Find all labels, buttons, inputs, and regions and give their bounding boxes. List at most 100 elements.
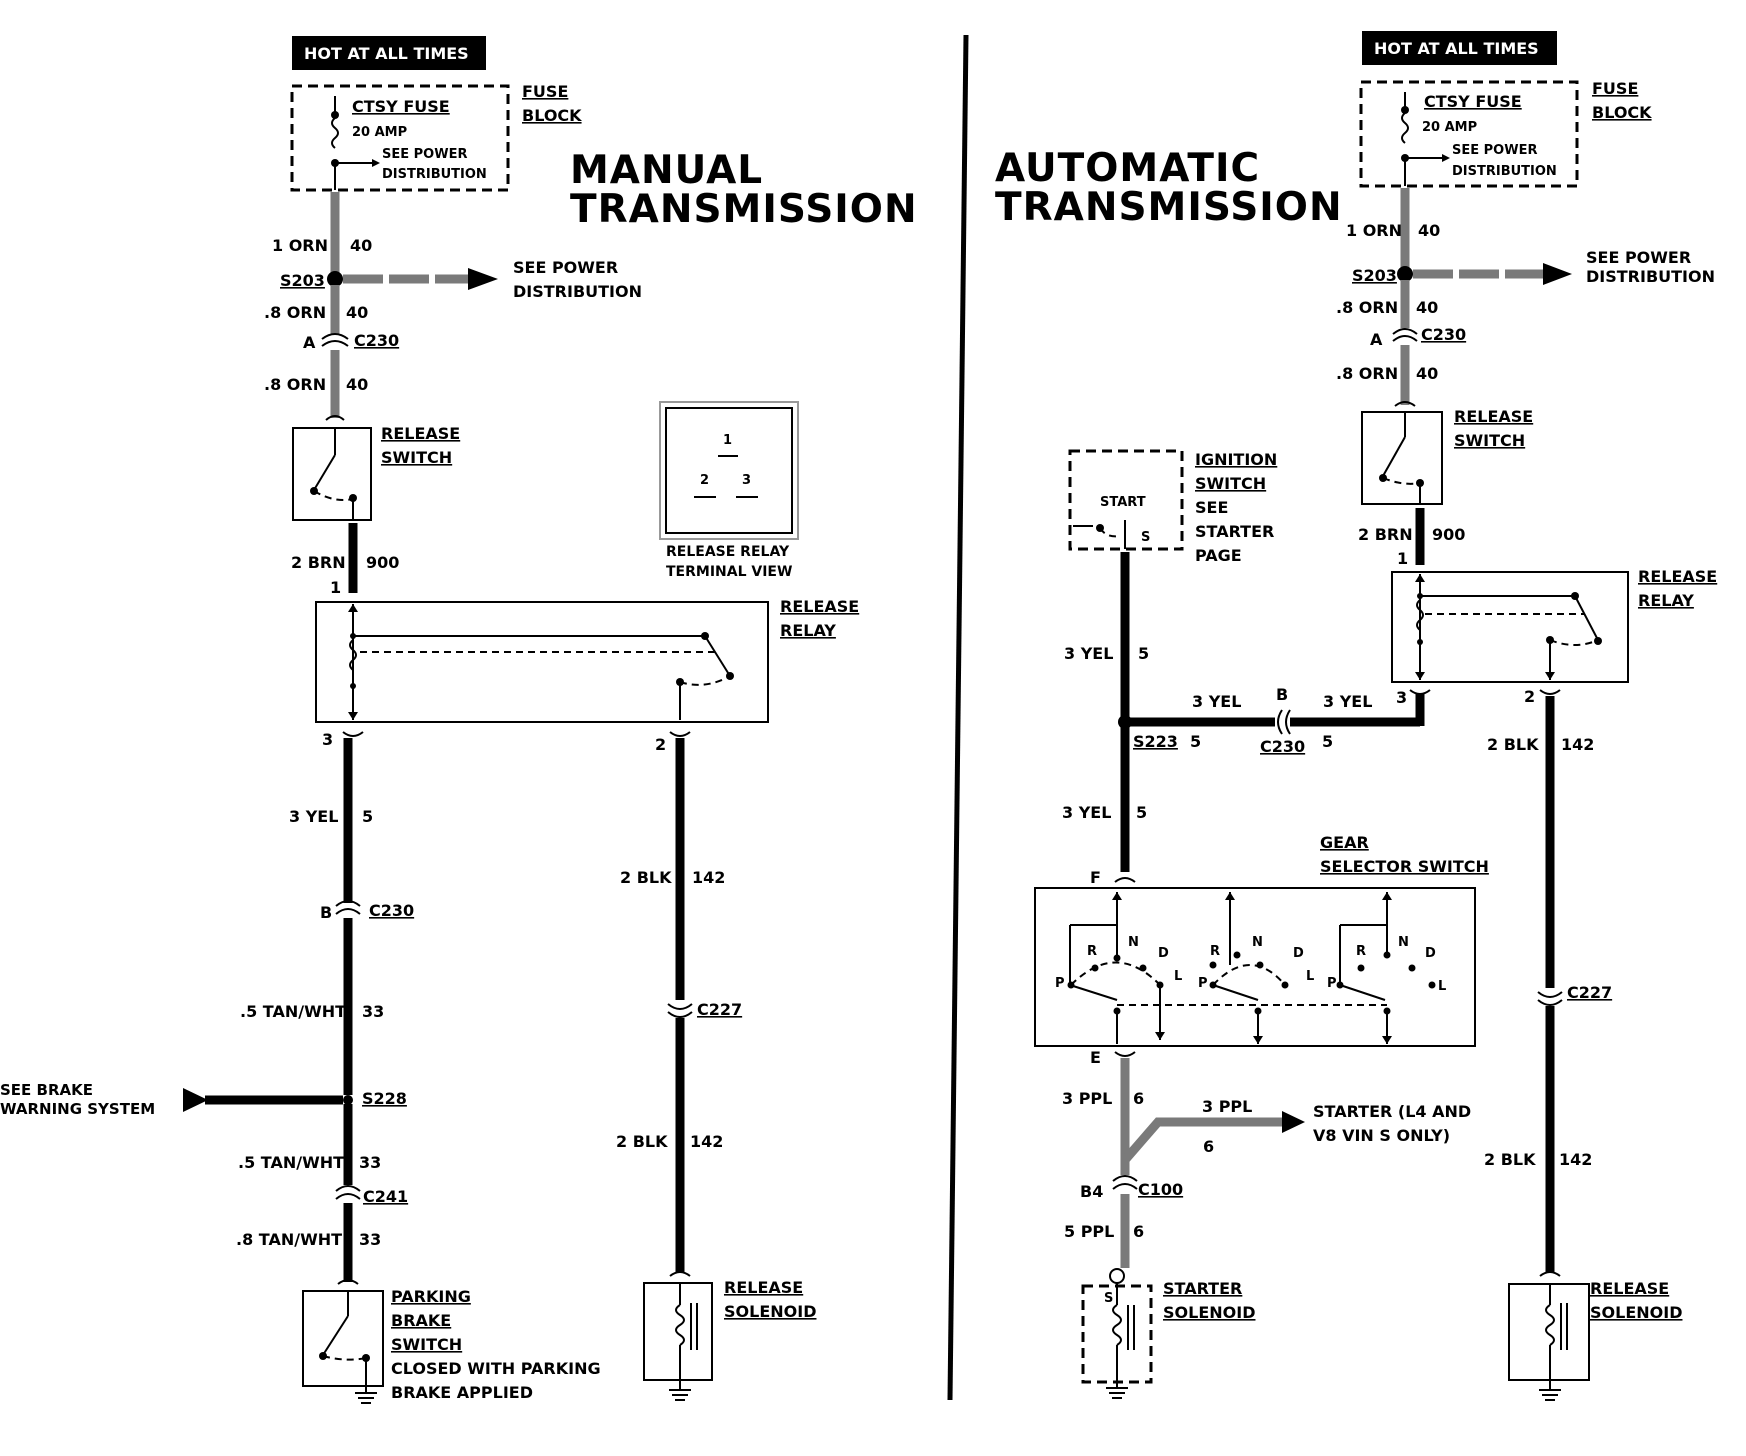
manual-c230-connector <box>321 333 349 347</box>
manual-parking-brake-switch <box>302 1290 384 1387</box>
manual-solenoid-label-2: SOLENOID <box>724 1302 816 1321</box>
auto-arrow-see-power-1: SEE POWER <box>1586 248 1691 267</box>
manual-c241-label: C241 <box>363 1187 408 1206</box>
auto-c230-connector <box>1392 328 1418 342</box>
auto-w12-circuit: 142 <box>1561 735 1594 754</box>
auto-w6-circuit: 5 <box>1190 732 1201 751</box>
manual-release-solenoid <box>643 1282 713 1381</box>
manual-w1-size: 1 ORN <box>272 236 328 255</box>
auto-fuse-block-label-2: BLOCK <box>1592 103 1652 122</box>
manual-w9-circuit: 142 <box>692 868 725 887</box>
auto-w4-size: 2 BRN <box>1358 525 1413 544</box>
auto-w3-circuit: 40 <box>1416 364 1438 383</box>
auto-fuse-name: CTSY FUSE <box>1424 92 1522 111</box>
auto-w7-size: 3 YEL <box>1323 692 1372 711</box>
manual-park-label-1: PARKING <box>391 1287 471 1306</box>
auto-gear-contacts: R N D L P R N D L P <box>1055 892 1446 1044</box>
auto-solenoid-label-1: RELEASE <box>1590 1279 1669 1298</box>
auto-gear3-p: P <box>1327 976 1337 991</box>
auto-starter-coil-icon <box>1112 1304 1122 1346</box>
manual-terminal-pin3: 3 <box>742 473 751 488</box>
auto-fuse-distribution: DISTRIBUTION <box>1452 164 1557 179</box>
auto-c230-label: C230 <box>1421 325 1466 344</box>
auto-s223-label: S223 <box>1133 732 1178 751</box>
manual-release-switch-label-2: SWITCH <box>381 448 452 467</box>
manual-park-label-3: SWITCH <box>391 1335 462 1354</box>
manual-relay-pin2: 2 <box>655 735 666 754</box>
auto-fuse-icon <box>1401 112 1409 144</box>
auto-fuse-amp: 20 AMP <box>1422 120 1477 135</box>
manual-w10-size: 2 BLK <box>616 1132 668 1151</box>
auto-title-line1: AUTOMATIC <box>995 146 1260 191</box>
manual-w1-circuit: 40 <box>350 236 372 255</box>
auto-starter-label-2: SOLENOID <box>1163 1303 1255 1322</box>
manual-brake-warning-arrow <box>183 1088 208 1112</box>
auto-w7-circuit: 5 <box>1322 732 1333 751</box>
manual-w6-size: .5 TAN/WHT <box>240 1002 346 1021</box>
manual-relay-pin3: 3 <box>322 730 333 749</box>
auto-gear3-d: D <box>1425 946 1436 961</box>
auto-gear1-n: N <box>1128 935 1139 950</box>
manual-park-label-4: CLOSED WITH PARKING <box>391 1359 601 1378</box>
manual-splice-s228 <box>343 1095 353 1105</box>
auto-gear-selector-switch <box>1034 887 1476 1047</box>
auto-w8-circuit: 5 <box>1136 803 1147 822</box>
manual-s228-label: S228 <box>362 1089 407 1108</box>
manual-terminal-pin2: 2 <box>700 473 709 488</box>
auto-ign-s: S <box>1141 530 1150 545</box>
auto-relay-pin2: 2 <box>1524 687 1535 706</box>
manual-w9-size: 2 BLK <box>620 868 672 887</box>
auto-gear1-p: P <box>1055 976 1065 991</box>
manual-w4-size: 2 BRN <box>291 553 346 572</box>
manual-c230b-label: C230 <box>369 901 414 920</box>
auto-w9-size: 3 PPL <box>1062 1089 1112 1108</box>
auto-gear3-r: R <box>1356 944 1366 959</box>
auto-starter-s: S <box>1104 1291 1113 1306</box>
manual-c230-pin: A <box>303 333 316 352</box>
manual-fuse-amp: 20 AMP <box>352 125 407 140</box>
manual-solenoid-ground-icon <box>669 1380 691 1401</box>
auto-release-relay <box>1391 571 1629 683</box>
auto-w9-circuit: 6 <box>1133 1089 1144 1108</box>
manual-park-label-5: BRAKE APPLIED <box>391 1383 533 1402</box>
manual-w3-circuit: 40 <box>346 375 368 394</box>
manual-s203-label: S203 <box>280 271 325 290</box>
auto-w5-circuit: 5 <box>1138 644 1149 663</box>
auto-release-switch <box>1361 411 1443 505</box>
auto-solenoid-ground-icon <box>1539 1380 1561 1401</box>
auto-relay-pin1: 1 <box>1397 549 1408 568</box>
manual-arrow-see-power-2: DISTRIBUTION <box>513 282 642 301</box>
manual-solenoid-label-1: RELEASE <box>724 1278 803 1297</box>
auto-w12-size: 2 BLK <box>1487 735 1539 754</box>
auto-starter-arrow <box>1282 1111 1305 1133</box>
auto-solenoid-coil-icon <box>1545 1304 1555 1346</box>
auto-gear-pin-e: E <box>1090 1048 1101 1067</box>
auto-arrow-see-power-2: DISTRIBUTION <box>1586 267 1715 286</box>
auto-gear1-l: L <box>1174 969 1182 984</box>
manual-w5-circuit: 5 <box>362 807 373 826</box>
manual-release-switch <box>292 427 372 521</box>
center-divider <box>947 34 969 1401</box>
manual-terminal-label-2: TERMINAL VIEW <box>666 564 792 580</box>
manual-fuse-block-label-2: BLOCK <box>522 106 582 125</box>
manual-hot-badge <box>292 36 486 70</box>
manual-release-switch-label-1: RELEASE <box>381 424 460 443</box>
manual-w7-circuit: 33 <box>359 1153 381 1172</box>
automatic-transmission-section: AUTOMATIC TRANSMISSION HOT AT ALL TIMES … <box>995 31 1717 1401</box>
manual-c230b-connector <box>335 900 361 915</box>
auto-starter-ground-icon <box>1106 1382 1128 1399</box>
auto-w5-size: 3 YEL <box>1064 644 1113 663</box>
manual-w5-size: 3 YEL <box>289 807 338 826</box>
manual-title-line2: TRANSMISSION <box>570 187 918 232</box>
auto-c100-label: C100 <box>1138 1180 1183 1199</box>
manual-terminal-label-1: RELEASE RELAY <box>666 544 790 560</box>
auto-w13-size: 2 BLK <box>1484 1150 1536 1169</box>
auto-relay-pin3: 3 <box>1396 688 1407 707</box>
auto-c230b-label: C230 <box>1260 737 1305 756</box>
auto-ign-label-5: PAGE <box>1195 546 1242 565</box>
auto-ign-label-1: IGNITION <box>1195 450 1277 469</box>
manual-w2-circuit: 40 <box>346 303 368 322</box>
auto-hot-badge <box>1362 31 1557 65</box>
auto-s203-label: S203 <box>1352 266 1397 285</box>
manual-solenoid-coil-icon <box>675 1304 685 1346</box>
